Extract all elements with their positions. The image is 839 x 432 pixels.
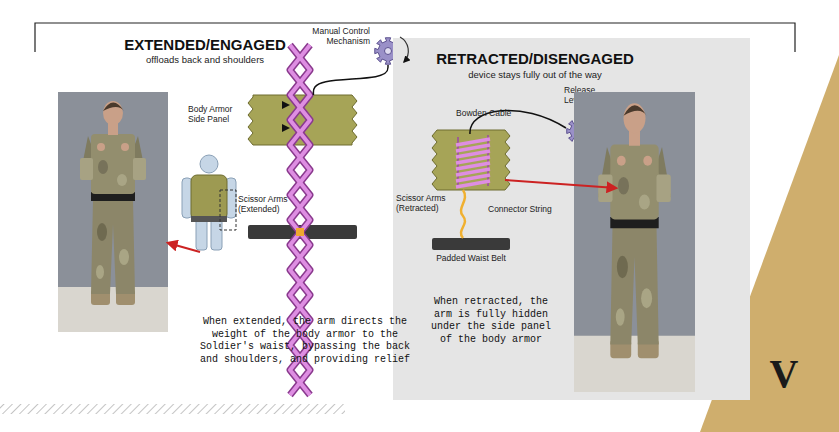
connector-string: [461, 190, 465, 238]
part-label: Scissor Arms (Extended): [238, 195, 288, 215]
figure-arm: [226, 178, 236, 218]
figure-leg: [196, 218, 207, 250]
belt-anchor: [296, 228, 304, 236]
panel-subtitle: device stays fully out of the way: [395, 70, 675, 81]
scissor-coil: [456, 181, 490, 187]
control-cable: [313, 65, 388, 95]
hatch-stripe: [0, 404, 345, 414]
figure-head: [200, 155, 218, 173]
soldier-photo: [58, 92, 168, 332]
waist-belt: Padded Waist Belt: [432, 238, 510, 250]
panel-outline: [248, 95, 357, 145]
side-panel: Body Armor Side Panel: [248, 95, 357, 145]
part-label: Release Lever: [564, 86, 608, 106]
waist-belt-band: [248, 225, 357, 239]
mini-figure: [182, 155, 236, 250]
scissor-coil: [456, 175, 490, 181]
dashed-callout-box: [220, 190, 236, 230]
gear-hub: [385, 48, 392, 55]
figure-vest: [191, 175, 227, 220]
coil-rail: [457, 137, 459, 188]
scissor-coil: [456, 139, 490, 145]
gear-hub: [576, 128, 583, 135]
scissor-coil: [456, 151, 490, 157]
red-pointer-arrow: [505, 180, 616, 188]
release-lever-stick: [585, 108, 597, 124]
gear-outline: [567, 119, 592, 144]
pivot-marker: [282, 124, 290, 132]
figure-leg: [211, 218, 222, 250]
scissor-coil: [456, 145, 490, 151]
part-label: Body Armor Side Panel: [188, 105, 244, 125]
section-heading: EXTENDED/ENGAGED: [115, 36, 295, 53]
connector-layer: [313, 65, 388, 95]
logo-mark: V: [762, 354, 806, 394]
soldier-photo: [574, 92, 695, 392]
side-panel-shape: [248, 95, 357, 145]
section-subtitle: offloads back and shoulders: [115, 55, 295, 66]
part-label: Scissor Arms (Retracted): [396, 194, 458, 214]
scissor-coil: [456, 157, 490, 163]
scissor-coil: [456, 169, 490, 175]
part-label: Padded Waist Belt: [420, 254, 522, 264]
rotation-arrow: [400, 37, 408, 62]
panel-heading: RETRACTED/DISENGAGED: [395, 50, 675, 67]
pivot-marker: [282, 101, 290, 109]
retracted-illustration: [432, 108, 597, 238]
part-label: Connector String: [488, 205, 568, 215]
side-panel-retracted: [432, 130, 510, 190]
coil-rail: [487, 135, 489, 186]
scissor-coil: [456, 163, 490, 169]
figure-arm: [182, 178, 192, 218]
release-gear: Release Lever: [566, 118, 592, 144]
gear-symbol: [566, 118, 592, 144]
caption-text: When extended, the arm directs the weigh…: [196, 316, 414, 366]
red-pointer-arrow: [168, 243, 200, 252]
figure-belt: [191, 216, 227, 222]
part-label: Bowden Cable: [456, 109, 526, 119]
part-label: Manual Control Mechanism: [294, 27, 370, 47]
panel-caption: When retracted, the arm is fully hidden …: [425, 296, 557, 346]
retracted-panel: RETRACTED/DISENGAGED device stays fully o…: [393, 38, 750, 400]
